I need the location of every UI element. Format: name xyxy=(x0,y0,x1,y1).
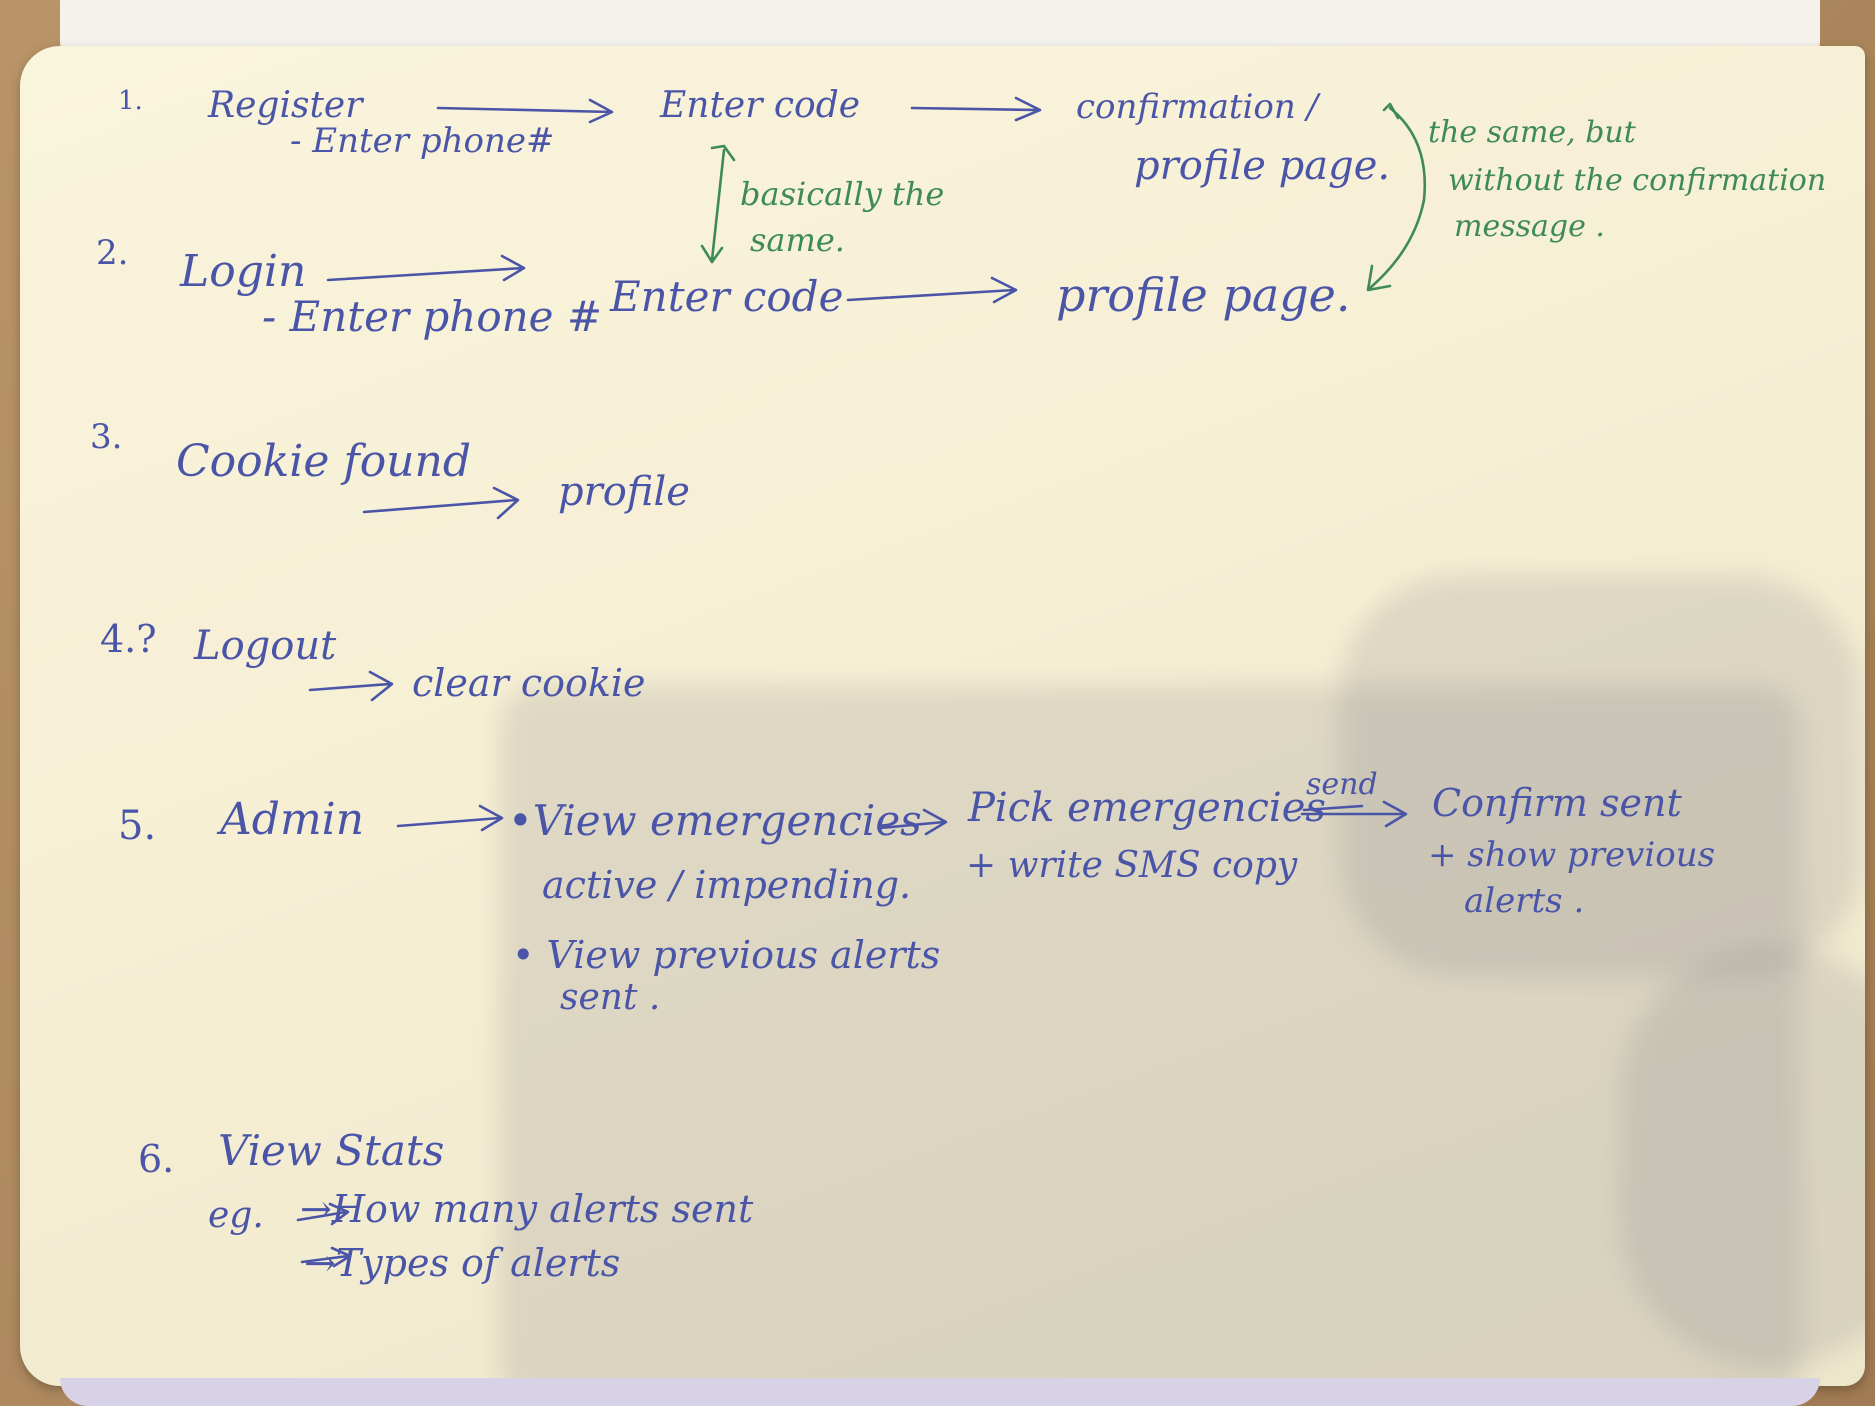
step-5-action: Admin xyxy=(220,794,365,845)
step-5-send-label: send xyxy=(1306,767,1378,802)
step-6-action: View Stats xyxy=(218,1126,445,1175)
step-3-action: Cookie found xyxy=(176,436,472,487)
step-2-result: profile page. xyxy=(1056,268,1351,322)
step-2-action: Login xyxy=(180,246,307,297)
note-basically-same-line2: same. xyxy=(750,221,845,259)
step-5-next-line1: Pick emergencies xyxy=(968,785,1326,831)
note-right-line3: message . xyxy=(1454,209,1605,244)
step-6-eg: eg. xyxy=(208,1195,264,1236)
shadow-region xyxy=(500,686,1800,1386)
shadow-region xyxy=(1620,946,1865,1366)
step-1-next: Enter code xyxy=(660,85,861,126)
step-2-sub: - Enter phone # xyxy=(262,292,603,341)
step-6-item2: →Types of alerts xyxy=(304,1241,621,1285)
step-1-action: Register xyxy=(208,85,363,126)
step-2-next: Enter code xyxy=(610,272,844,321)
step-5-final-line2: + show previous xyxy=(1428,835,1716,875)
note-right-line2: without the confirmation xyxy=(1448,163,1827,198)
step-1-result-line1: confirmation / xyxy=(1076,87,1319,127)
step-1-sub: - Enter phone# xyxy=(290,121,555,161)
step-6-item1: →How many alerts sent xyxy=(300,1187,754,1231)
step-5-option1-line2: active / impending. xyxy=(542,863,912,907)
note-basically-same-line1: basically the xyxy=(740,175,945,213)
step-5-final-line3: alerts . xyxy=(1464,881,1585,921)
step-5-option1-line1: •View emergencies xyxy=(508,796,922,845)
notebook-edge xyxy=(60,1378,1820,1406)
step-4-action: Logout xyxy=(194,623,337,669)
note-right-line1: the same, but xyxy=(1428,115,1636,150)
step-4-result: clear cookie xyxy=(412,661,646,705)
step-5-option2-line1: • View previous alerts xyxy=(512,933,941,977)
step-6-number: 6. xyxy=(138,1137,175,1181)
step-1-result-line2: profile page. xyxy=(1134,143,1391,189)
step-4-number: 4.? xyxy=(100,617,157,661)
step-5-final-line1: Confirm sent xyxy=(1432,781,1682,825)
shadow-region xyxy=(1340,576,1860,976)
step-5-number: 5. xyxy=(118,803,157,849)
step-5-option2-line2: sent . xyxy=(560,977,661,1018)
step-2-number: 2. xyxy=(96,233,129,273)
step-1-number: 1. xyxy=(118,86,143,116)
step-5-next-line2: + write SMS copy xyxy=(966,845,1298,886)
step-3-number: 3. xyxy=(90,417,123,457)
step-3-result: profile xyxy=(558,469,690,515)
